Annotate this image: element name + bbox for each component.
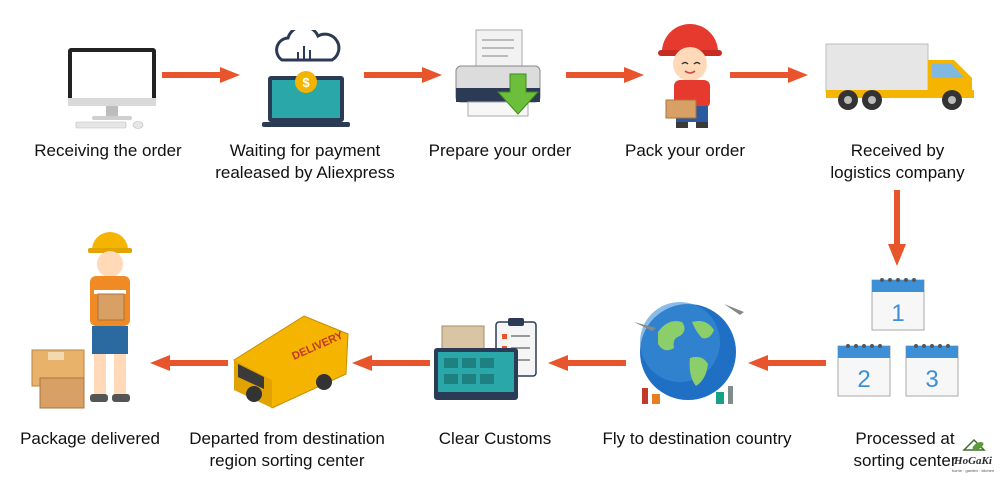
monitor-icon xyxy=(68,48,156,129)
step-label-logistics: Received by logistics company xyxy=(830,141,965,182)
arrow-left-3 xyxy=(352,355,430,371)
calendar-2-icon: 2 xyxy=(837,344,891,397)
arrow-right-1 xyxy=(162,67,240,83)
packing-worker-icon xyxy=(658,24,722,128)
calendar-number-2: 2 xyxy=(857,366,870,393)
arrow-right-3 xyxy=(566,67,644,83)
calendar-number-1: 1 xyxy=(891,300,904,327)
arrow-down xyxy=(888,190,906,266)
hogaki-logo: HoGaKi home · garden · kitchen xyxy=(952,438,994,473)
delivery-worker-icon xyxy=(31,232,132,409)
calendar-number-3: 3 xyxy=(925,366,938,393)
step-label-waiting: Waiting for payment realeased by Aliexpr… xyxy=(215,141,395,182)
svg-text:HoGaKi: HoGaKi xyxy=(953,455,993,467)
arrow-left-2 xyxy=(548,355,626,371)
step-label-receiving: Receiving the order xyxy=(34,141,182,160)
step-label-processed: Processed at sorting center xyxy=(853,429,957,470)
arrow-right-4 xyxy=(730,67,808,83)
step-label-delivered: Package delivered xyxy=(20,429,160,448)
globe-icon xyxy=(634,302,744,404)
svg-text:$: $ xyxy=(302,75,310,90)
arrow-left-1 xyxy=(748,355,826,371)
customs-screen-icon xyxy=(434,318,537,400)
arrow-left-4 xyxy=(150,355,228,371)
delivery-truck-icon xyxy=(825,43,974,110)
svg-text:home · garden · kitchen: home · garden · kitchen xyxy=(952,468,994,473)
step-label-prepare: Prepare your order xyxy=(428,141,572,160)
delivery-van-icon: DELIVERY xyxy=(233,315,349,409)
laptop-cloud-icon: $ xyxy=(262,30,350,127)
step-label-departed: Departed from destination region sorting… xyxy=(189,429,385,470)
calendar-1-icon: 1 xyxy=(871,278,925,331)
step-label-customs: Clear Customs xyxy=(438,429,552,448)
step-label-pack: Pack your order xyxy=(625,141,745,160)
step-label-fly: Fly to destination country xyxy=(602,429,792,448)
arrow-right-2 xyxy=(364,67,442,83)
calendar-3-icon: 3 xyxy=(905,344,959,397)
printer-icon xyxy=(455,29,541,117)
